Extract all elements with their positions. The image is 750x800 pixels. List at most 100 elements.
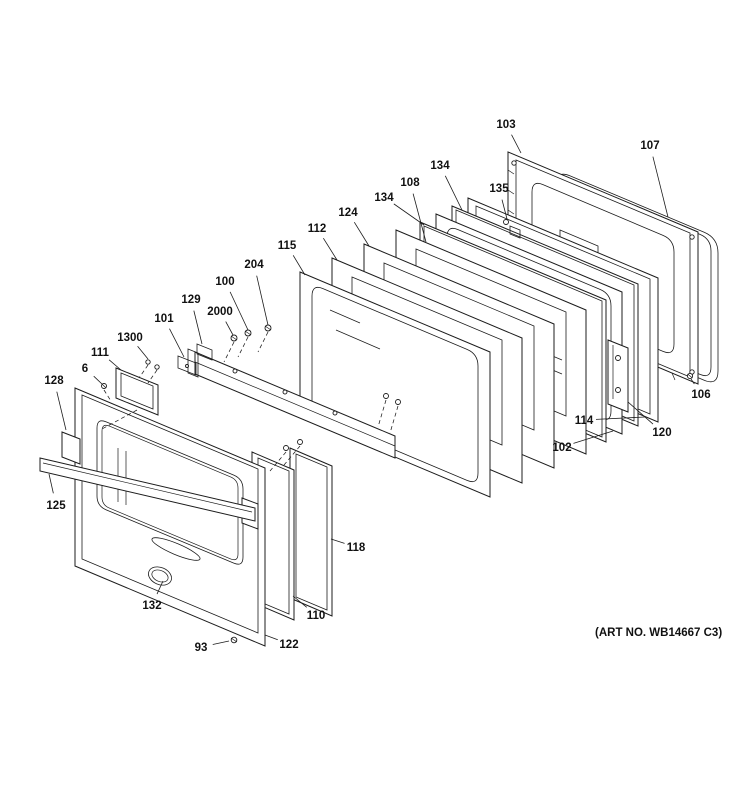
screw-slot: [230, 335, 238, 341]
part-callout-2000: 2000: [207, 306, 233, 318]
leader-line-1300: [137, 346, 149, 360]
part-callout-204: 204: [244, 259, 264, 271]
leader-line-120: [627, 401, 654, 425]
leader-line-128: [56, 391, 67, 431]
screw-slot: [687, 373, 693, 379]
part-callout-124: 124: [338, 207, 358, 219]
leader-line-100: [229, 291, 249, 331]
leader-line-134: [444, 175, 463, 211]
screw-6: [101, 383, 107, 389]
part-callout-135: 135: [489, 183, 509, 195]
top-cap-bracket-100: [187, 348, 396, 459]
part-callout-102: 102: [552, 442, 571, 454]
screw-head: [383, 393, 389, 399]
plate-inner-line: [120, 372, 154, 410]
screw-head: [145, 359, 151, 365]
screw-2000: [230, 334, 238, 342]
screw-head: [297, 439, 303, 445]
art-number: (ART NO. WB14667 C3): [595, 627, 722, 639]
screw-head: [395, 399, 401, 405]
door-window-inner: [101, 424, 239, 561]
part-callout-1300: 1300: [117, 332, 143, 344]
screw-slot: [230, 637, 238, 643]
screw-204: [264, 324, 272, 332]
assembly-screws-mid: [283, 393, 401, 451]
part-callout-110: 110: [307, 610, 326, 622]
part-callout-114: 114: [575, 415, 594, 427]
leader-line-110: [292, 595, 308, 608]
part-callout-112: 112: [308, 223, 327, 235]
front-panel-outline: [74, 387, 266, 647]
leader-line-6: [93, 375, 103, 385]
part-callout-122: 122: [279, 639, 298, 651]
screws-1300: [145, 359, 160, 370]
leader-line-134: [393, 203, 425, 226]
badge-outer: [148, 566, 172, 586]
leader-line-103: [511, 134, 522, 154]
leader-line-101: [169, 328, 185, 358]
glass-outline: [299, 271, 491, 498]
leader-line-118: [330, 538, 345, 544]
door-window-outer: [96, 420, 244, 565]
part-callout-115: 115: [278, 240, 297, 252]
part-callout-108: 108: [400, 177, 420, 189]
badge-inner: [151, 569, 169, 583]
screw-head: [154, 364, 160, 370]
leader-line-108: [412, 193, 427, 243]
leader-line-111: [108, 359, 122, 371]
leader-line-204: [256, 275, 269, 326]
screw-slot: [101, 383, 107, 389]
leader-line-115: [292, 255, 306, 276]
window-frame-118: [289, 447, 333, 617]
latch-hole: [615, 355, 621, 361]
clip-101: [177, 355, 197, 376]
leader-line-114: [595, 416, 646, 420]
latch-hole: [615, 387, 621, 393]
part-callout-132: 132: [142, 600, 161, 612]
part-callout-93: 93: [195, 642, 208, 654]
leader-line-132: [156, 580, 164, 595]
leader-line-122: [264, 634, 278, 641]
hinge-plate-111: [115, 367, 159, 416]
part-callout-134: 134: [374, 192, 394, 204]
corner-screw: [511, 160, 517, 166]
plate-outline: [115, 367, 159, 416]
glass-shine: [329, 309, 381, 350]
assembly-dashed-lines: [101, 331, 399, 472]
corner-screw: [689, 234, 695, 240]
part-callout-6: 6: [82, 363, 88, 375]
handle-assembly: [39, 431, 259, 530]
clip-hole: [185, 364, 189, 368]
bracket-outline: [194, 351, 396, 459]
leader-line-112: [323, 237, 338, 261]
leader-line-102: [573, 430, 614, 444]
clip-129: [196, 343, 213, 361]
latch-slide-120: [607, 339, 629, 413]
part-callout-107: 107: [640, 140, 659, 152]
latch-outline: [607, 339, 629, 413]
bracket-hole: [282, 389, 288, 395]
leader-line-2000: [225, 321, 234, 336]
clip-body: [509, 225, 521, 239]
part-callout-118: 118: [347, 542, 366, 554]
bracket-hole: [232, 368, 238, 374]
handle-bar-125: [39, 457, 256, 522]
mid-glass-115: [299, 271, 491, 498]
screw-slot: [264, 325, 272, 331]
vent-slot: [151, 537, 201, 561]
bracket-hole: [332, 410, 338, 416]
part-callout-129: 129: [181, 294, 200, 306]
clip-screw: [503, 219, 509, 225]
part-callout-100: 100: [215, 276, 234, 288]
screw-106: [686, 372, 694, 380]
part-callout-103: 103: [496, 119, 515, 131]
part-callout-101: 101: [154, 313, 174, 325]
screw-slot: [244, 330, 252, 336]
callout-layer: 1031071341081341351241121152041001292000…: [44, 119, 710, 654]
frame-inner-line: [295, 453, 328, 611]
part-callout-106: 106: [691, 389, 710, 401]
dashed-line: [101, 331, 399, 472]
ge-badge-132: [148, 566, 172, 586]
screw-100: [244, 329, 252, 337]
